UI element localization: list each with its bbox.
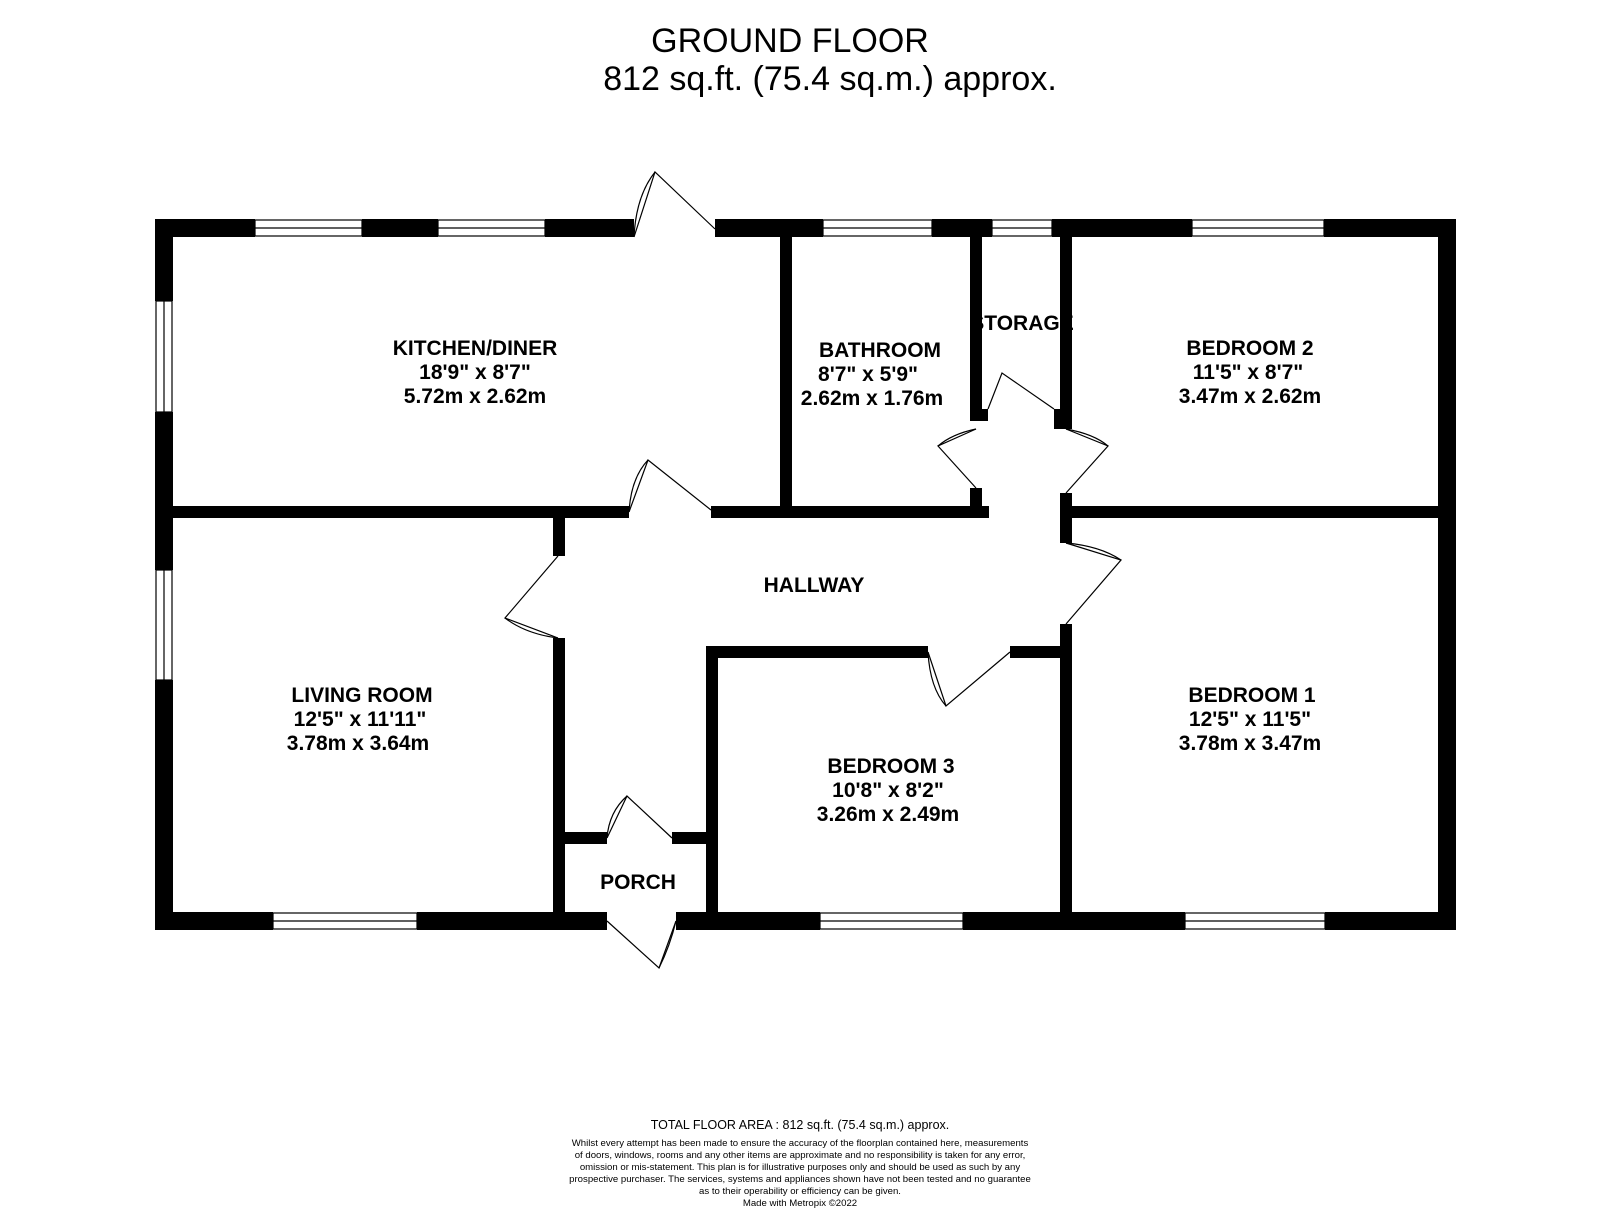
bathroom-metric: 2.62m x 1.76m: [801, 387, 943, 410]
wall: [155, 912, 273, 930]
total-floor-area: TOTAL FLOOR AREA : 812 sq.ft. (75.4 sq.m…: [650, 1118, 950, 1132]
wall: [545, 219, 634, 237]
wall: [1068, 506, 1456, 518]
wall: [1054, 409, 1072, 429]
wall: [155, 219, 173, 301]
wall: [706, 646, 928, 658]
wall: [1324, 219, 1456, 237]
bedroom3-metric: 3.26m x 2.49m: [817, 803, 959, 826]
wall: [1438, 219, 1456, 930]
disclaimer-line: Whilst every attempt has been made to en…: [571, 1138, 1029, 1149]
door: [606, 795, 673, 839]
bedroom1-metric: 3.78m x 3.47m: [1179, 732, 1321, 755]
wall: [715, 219, 823, 237]
bedroom3-imperial: 10'8" x 8'2": [832, 779, 944, 802]
wall: [970, 409, 988, 421]
wall: [780, 219, 792, 512]
door: [1065, 428, 1110, 494]
door: [987, 372, 1055, 410]
floor-name: GROUND FLOOR: [651, 22, 929, 60]
wall: [932, 219, 992, 237]
kitchen-name: KITCHEN/DINER: [393, 337, 558, 360]
bedroom3-name: BEDROOM 3: [827, 755, 954, 778]
wall: [963, 912, 1185, 930]
wall: [970, 488, 982, 518]
wall: [155, 219, 255, 237]
walls: [155, 219, 1456, 930]
wall: [565, 832, 607, 844]
bedroom1-name: BEDROOM 1: [1188, 684, 1316, 707]
bedroom2-imperial: 11'5" x 8'7": [1193, 361, 1304, 384]
bedroom1-imperial: 12'5" x 11'5": [1189, 708, 1311, 731]
wall: [970, 219, 982, 409]
kitchen-imperial: 18'9" x 8'7": [419, 361, 531, 384]
wall: [672, 832, 718, 844]
wall: [362, 219, 438, 237]
living-metric: 3.78m x 3.64m: [287, 732, 429, 755]
made-with: Made with Metropix ©2022: [742, 1198, 858, 1209]
bedroom2-metric: 3.47m x 2.62m: [1179, 385, 1321, 408]
disclaimer: Whilst every attempt has been made to en…: [520, 1138, 1080, 1210]
wall: [155, 412, 173, 570]
storage-name: STORAGE: [970, 312, 1073, 335]
wall: [155, 506, 629, 518]
wall: [553, 518, 565, 556]
wall: [711, 506, 989, 518]
porch-name: PORCH: [600, 871, 676, 894]
door: [503, 555, 559, 639]
disclaimer-line: of doors, windows, rooms and any other i…: [574, 1150, 1026, 1161]
room-labels: KITCHEN/DINER 18'9" x 8'7" 5.72m x 2.62m…: [287, 312, 1321, 894]
wall: [1060, 624, 1072, 930]
door: [937, 428, 977, 489]
living-name: LIVING ROOM: [291, 684, 432, 707]
wall: [676, 912, 820, 930]
wall: [706, 646, 718, 930]
bedroom2-name: BEDROOM 2: [1186, 337, 1313, 360]
wall: [1325, 912, 1456, 930]
wall: [1052, 219, 1192, 237]
disclaimer-line: as to their operability or efficiency ca…: [699, 1186, 901, 1197]
wall: [1060, 493, 1072, 543]
wall: [1060, 219, 1072, 409]
wall: [1010, 646, 1072, 658]
bathroom-name: BATHROOM: [819, 339, 941, 362]
bathroom-imperial: 8'7" x 5'9": [818, 363, 918, 386]
floor-area: 812 sq.ft. (75.4 sq.m.) approx.: [603, 60, 1057, 98]
door: [633, 170, 716, 238]
kitchen-metric: 5.72m x 2.62m: [404, 385, 546, 408]
windows: [155, 219, 1326, 930]
living-imperial: 12'5" x 11'11": [294, 708, 427, 731]
wall: [553, 638, 565, 930]
wall: [417, 912, 607, 930]
door-swings: [503, 170, 1123, 970]
wall: [155, 680, 173, 930]
disclaimer-line: omission or mis-statement. This plan is …: [579, 1162, 1021, 1173]
door: [606, 920, 677, 970]
hallway-name: HALLWAY: [764, 574, 865, 597]
disclaimer-line: prospective purchaser. The services, sys…: [569, 1174, 1031, 1185]
